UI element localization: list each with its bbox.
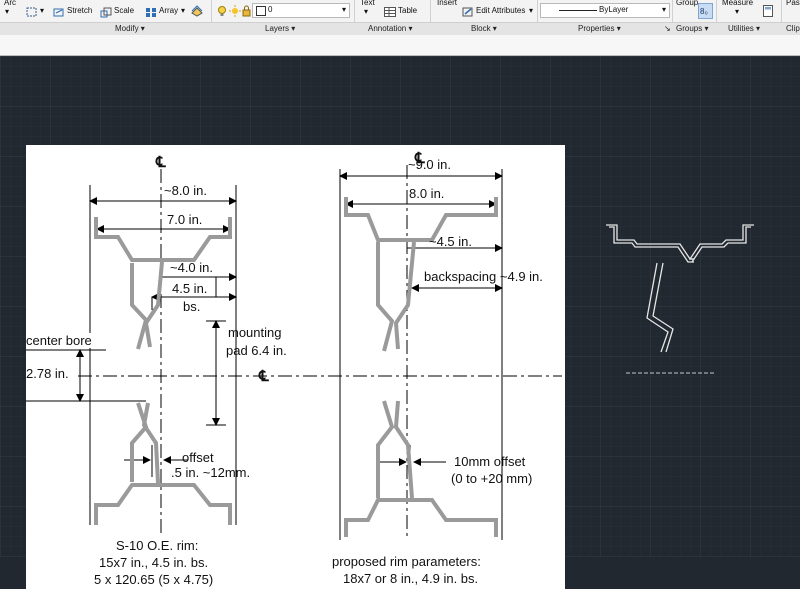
- array-dropdown-icon[interactable]: ▾: [181, 6, 186, 15]
- dim-label: bs.: [183, 299, 201, 314]
- caption-line: 15x7 in., 4.5 in. bs.: [99, 555, 209, 570]
- chevron-down-icon: ▾: [661, 5, 666, 14]
- dim-label: 2.78 in.: [26, 366, 69, 381]
- dim-label: (0 to +20 mm): [451, 471, 533, 486]
- svg-text:8₀: 8₀: [700, 7, 708, 16]
- layer-color-swatch: [256, 6, 266, 16]
- dim-label: 10mm offset: [454, 454, 526, 469]
- sun-icon[interactable]: [229, 4, 241, 17]
- edit-attributes-button[interactable]: Edit Attributes: [476, 6, 526, 15]
- move-icon[interactable]: [26, 5, 38, 17]
- panel-title-utilities[interactable]: Utilities ▾: [728, 24, 761, 33]
- dim-label: ~4.5 in.: [429, 234, 473, 249]
- panel-expand-icon[interactable]: ↘: [664, 24, 671, 33]
- text-dropdown-icon[interactable]: ▾: [364, 7, 369, 16]
- panel-title-block[interactable]: Block ▾: [471, 24, 497, 33]
- panel-title-properties[interactable]: Properties ▾: [578, 24, 621, 33]
- scale-icon: [100, 5, 112, 18]
- edit-attributes-icon: [462, 5, 474, 17]
- caption-line: 5 x 120.65 (5 x 4.75): [94, 572, 214, 587]
- dim-label: 8.0 in.: [409, 186, 445, 201]
- dim-label: 4.5 in.: [172, 281, 208, 296]
- layer-dropdown[interactable]: 0 ▾: [252, 3, 350, 18]
- wheel-diagram-drawing: [26, 165, 562, 540]
- insert-button[interactable]: Insert: [437, 0, 458, 7]
- dim-label: ~4.0 in.: [170, 260, 214, 275]
- centerline-symbol-horizontal: ℄: [259, 368, 269, 385]
- array-button[interactable]: Array: [159, 6, 179, 15]
- panel-title-annotation[interactable]: Annotation ▾: [368, 24, 413, 33]
- dim-label: pad 6.4 in.: [226, 343, 287, 358]
- dim-label: center bore: [26, 333, 92, 348]
- panel-title-groups[interactable]: Groups ▾: [676, 24, 709, 33]
- text-button[interactable]: Text: [360, 0, 375, 7]
- linetype-dropdown[interactable]: ByLayer ▾: [540, 3, 670, 18]
- array-icon: [145, 5, 157, 17]
- scale-button[interactable]: Scale: [114, 6, 135, 15]
- panel-title-layers[interactable]: Layers ▾: [265, 24, 296, 33]
- chevron-down-icon: ▾: [341, 5, 346, 14]
- panel-title-clip[interactable]: Clip: [786, 24, 800, 33]
- caption-line: S-10 O.E. rim:: [116, 538, 199, 553]
- ribbon-panel-titles: Modify ▾ Layers ▾ Annotation ▾ Block ▾ P…: [0, 22, 800, 35]
- dim-label: 7.0 in.: [167, 212, 203, 227]
- group-edit-icon[interactable]: 8₀: [698, 3, 713, 19]
- file-tab-bar: [0, 35, 800, 56]
- move-dropdown-icon[interactable]: ▾: [40, 6, 45, 15]
- stretch-icon: [53, 5, 65, 17]
- paste-button[interactable]: Past: [786, 0, 800, 7]
- reference-image[interactable]: ℄ ℄ ℄ ~8.0 in. 7.0 in. ~4.0 in. 4.5 in. …: [26, 145, 565, 589]
- dim-label: mounting: [228, 325, 282, 340]
- caption-line: 18x7 or 8 in., 4.9 in. bs.: [343, 571, 479, 586]
- measure-button[interactable]: Measure: [722, 0, 754, 7]
- dim-label: backspacing ~4.9 in.: [424, 269, 543, 284]
- dim-label: ~9.0 in.: [408, 157, 452, 172]
- table-button[interactable]: Table: [398, 6, 418, 15]
- linetype-line: [559, 10, 597, 11]
- panel-title-modify[interactable]: Modify ▾: [115, 24, 145, 33]
- cad-wheel-profile[interactable]: [0, 56, 800, 557]
- arc-dropdown-icon[interactable]: ▾: [5, 7, 10, 16]
- drawing-canvas[interactable]: ℄ ℄ ℄ ~8.0 in. 7.0 in. ~4.0 in. 4.5 in. …: [0, 56, 800, 589]
- dim-label: .5 in. ~12mm.: [171, 465, 251, 480]
- stretch-button[interactable]: Stretch: [67, 6, 93, 15]
- dim-label: ~8.0 in.: [164, 183, 208, 198]
- caption-line: proposed rim parameters:: [332, 554, 481, 569]
- centerline-symbol-left: ℄: [156, 154, 166, 171]
- layer-value: 0: [268, 5, 273, 14]
- centerline-symbol-right: ℄: [415, 150, 425, 167]
- lightbulb-icon[interactable]: [216, 4, 228, 16]
- dim-label: offset: [182, 450, 214, 465]
- table-icon: [384, 5, 396, 17]
- lock-icon[interactable]: [241, 4, 253, 17]
- group-button[interactable]: Group: [676, 0, 699, 7]
- edit-attributes-dropdown-icon[interactable]: ▾: [529, 6, 534, 15]
- calculator-icon[interactable]: [762, 4, 774, 17]
- arc-button[interactable]: Arc: [4, 0, 16, 7]
- match-layer-icon[interactable]: [191, 4, 203, 17]
- linetype-value: ByLayer: [599, 5, 629, 14]
- measure-dropdown-icon[interactable]: ▾: [735, 7, 740, 16]
